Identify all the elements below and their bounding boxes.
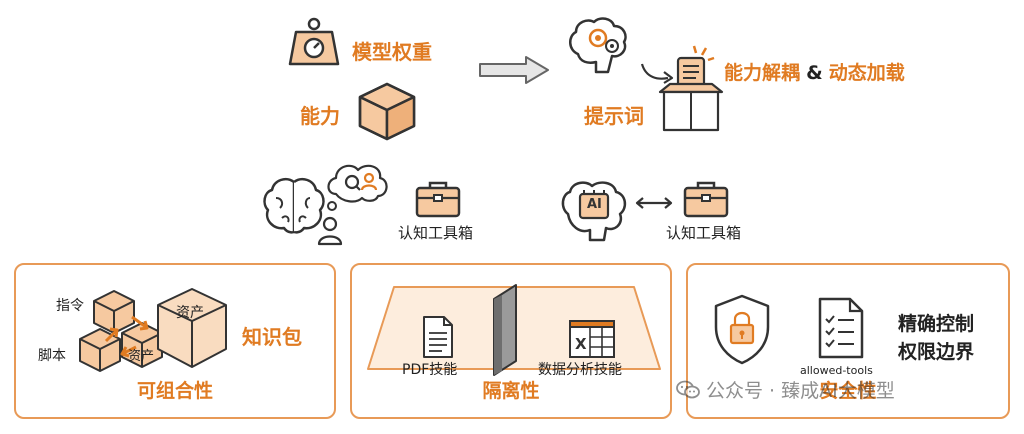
- brain-gears-icon: [566, 14, 640, 76]
- capability-label: 能力: [300, 104, 340, 128]
- scale-weight-icon: [286, 16, 342, 68]
- cube-left-label: 脚本: [38, 348, 66, 364]
- ai-brain-icon: [558, 178, 632, 244]
- shield-lock-icon: [712, 293, 772, 365]
- knowledge-package-label: 知识包: [242, 325, 302, 349]
- ai-chip-text: AI: [587, 197, 602, 212]
- cube-top-label: 指令: [56, 298, 84, 314]
- brain-icon: [262, 176, 328, 236]
- security-title: 安全性: [819, 380, 877, 402]
- watermark-text: 公众号 · 臻成AI大模型: [706, 380, 895, 402]
- decouple-amp: &: [806, 62, 823, 84]
- isolation-room-icon: [364, 277, 664, 377]
- toolbox-label-right: 认知工具箱: [666, 224, 742, 242]
- checklist-icon: [816, 295, 866, 361]
- capability-cube-icon: [356, 80, 418, 142]
- security-panel: allowed-tools 精确控制 权限边界 安全性: [686, 263, 1010, 419]
- thought-bubble-icon: [322, 160, 392, 214]
- isolation-panel: X PDF技能 数据分析技能 隔离性: [350, 263, 672, 419]
- toolbox-label-left: 认知工具箱: [398, 224, 474, 242]
- data-analysis-skill-label: 数据分析技能: [538, 362, 622, 378]
- model-weights-label: 模型权重: [352, 40, 432, 64]
- cube-big-label: 资产: [176, 305, 204, 321]
- precise-control-label: 精确控制: [898, 313, 975, 335]
- curved-arrow-icon: [640, 60, 676, 86]
- cube-mid-label: 资产: [128, 349, 155, 364]
- composability-title: 可组合性: [136, 380, 213, 402]
- isolation-title: 隔离性: [482, 380, 540, 402]
- pdf-skill-label: PDF技能: [402, 362, 458, 378]
- watermark: 公众号 · 臻成AI大模型: [676, 376, 895, 403]
- decouple-label: 能力解耦 & 动态加载: [724, 58, 905, 85]
- cube-cluster-icon: [76, 283, 236, 383]
- toolbox-icon-right: [682, 178, 730, 218]
- allowed-tools-label: allowed-tools: [800, 364, 873, 377]
- transform-arrow-icon: [478, 55, 550, 85]
- scroll-box-icon: [656, 44, 726, 136]
- composability-panel: 指令 脚本 资产 资产 知识包 可组合性: [14, 263, 336, 419]
- wechat-icon: [676, 380, 700, 400]
- person-icon: [316, 214, 344, 246]
- double-arrow-icon: [634, 196, 674, 210]
- excel-glyph: X: [575, 335, 587, 353]
- decouple-label-b: 动态加载: [828, 62, 905, 84]
- decouple-label-a: 能力解耦: [724, 62, 801, 84]
- permission-boundary-label: 权限边界: [898, 341, 975, 363]
- toolbox-icon: [414, 178, 462, 218]
- prompt-label: 提示词: [584, 104, 644, 128]
